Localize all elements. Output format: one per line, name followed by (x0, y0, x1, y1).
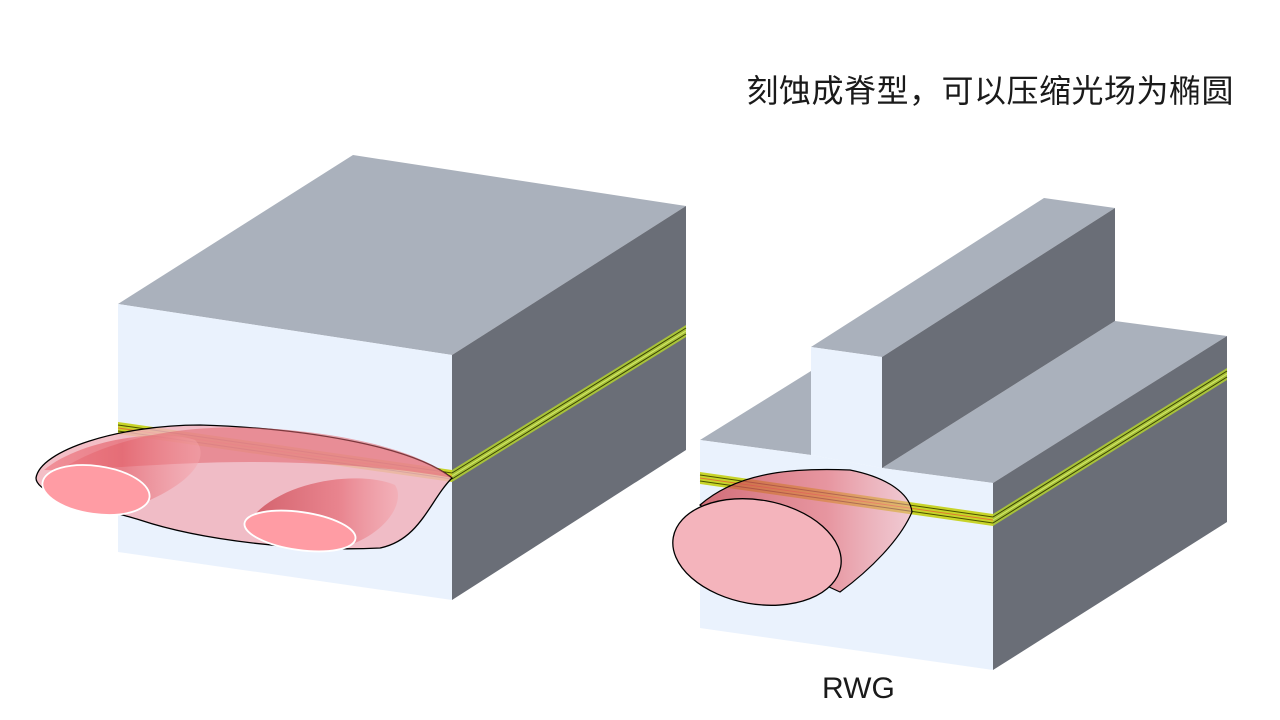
right-slab-top-right (882, 321, 1227, 483)
ridge-side-face (882, 208, 1115, 468)
left-mode-end-2 (243, 509, 357, 553)
ridge-front-face (811, 347, 882, 468)
right-slab-side-face (993, 336, 1227, 670)
left-mode-lobe-1 (44, 435, 201, 500)
left-block (35, 155, 687, 600)
ridge-top-face (811, 198, 1115, 357)
rwg-mode-end (672, 498, 842, 606)
caption-text: 刻蚀成脊型，可以压缩光场为椭圆 (746, 72, 1234, 110)
right-slab-top-left (700, 371, 811, 455)
left-mode-end-1 (41, 464, 151, 516)
left-block-top-face (118, 155, 686, 355)
right-block (672, 198, 1228, 670)
rwg-label: RWG (822, 672, 895, 705)
